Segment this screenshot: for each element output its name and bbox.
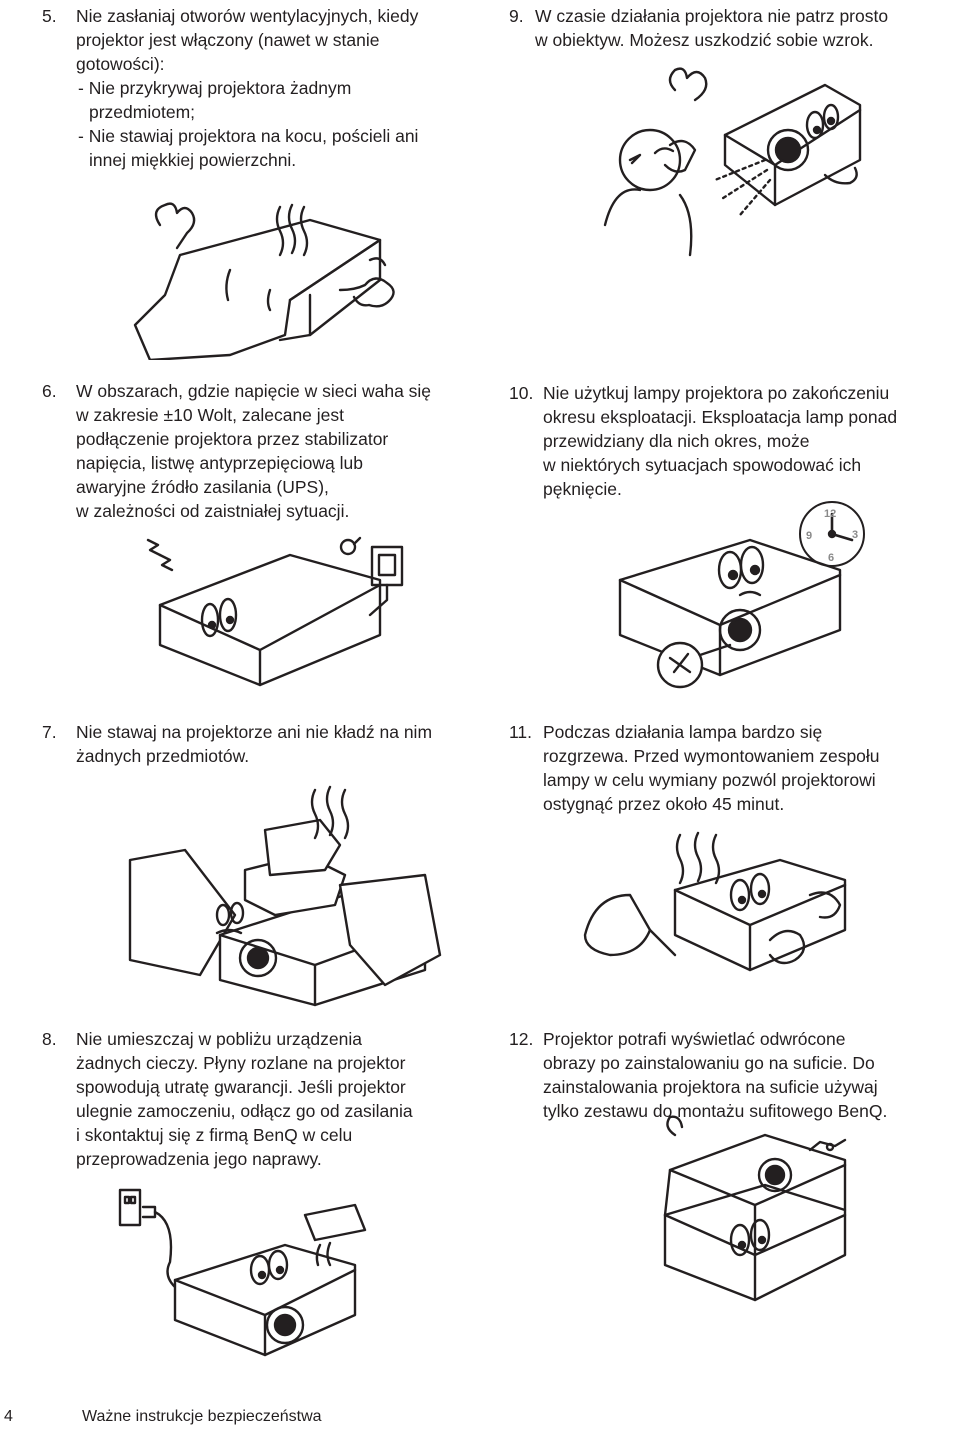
page-number: 4 bbox=[4, 1408, 13, 1425]
illustration-eye-hazard bbox=[575, 65, 865, 275]
section-title: Ważne instrukcje bezpieczeństwa bbox=[82, 1408, 322, 1425]
item-text: Nie zasłaniaj otworów wentylacyjnych, ki… bbox=[76, 6, 419, 170]
illustration-voltage-fluctuation bbox=[140, 525, 440, 695]
item-number: 8. bbox=[42, 1029, 57, 1049]
clock-number-12: 12 bbox=[824, 508, 837, 520]
bullet-item-cont: przedmiotem; bbox=[89, 102, 196, 122]
item-text: Nie stawaj na projektorze ani nie kładź … bbox=[76, 722, 433, 766]
illustration-covered-projector bbox=[130, 185, 420, 360]
item-text: Projektor potrafi wyświetlać odwrócone o… bbox=[543, 1029, 888, 1121]
bullet-item-cont: innej miękkiej powierzchni. bbox=[89, 150, 297, 170]
item-number: 5. bbox=[42, 6, 57, 26]
bullet-item: - Nie przykrywaj projektora żadnym bbox=[78, 78, 352, 98]
item-text: Nie użytkuj lampy projektora po zakończe… bbox=[543, 383, 898, 499]
item-number: 6. bbox=[42, 381, 57, 401]
bullet-item: - Nie stawiaj projektora na kocu, poście… bbox=[78, 126, 419, 146]
item-text: Podczas działania lampa bardzo się rozgr… bbox=[543, 722, 880, 814]
item-number: 10. bbox=[509, 383, 534, 403]
item-text: W czasie działania projektora nie patrz … bbox=[535, 6, 889, 50]
illustration-objects-on-projector bbox=[125, 775, 455, 1010]
illustration-liquids bbox=[115, 1185, 420, 1360]
illustration-ceiling-mount bbox=[655, 1115, 875, 1325]
item-number: 12. bbox=[509, 1029, 534, 1049]
item-number: 9. bbox=[509, 6, 524, 26]
clock-number-9: 9 bbox=[806, 530, 813, 542]
illustration-lamp-life: 12 3 6 9 bbox=[590, 500, 880, 710]
item-text: Nie umieszczaj w pobliżu urządzenia żadn… bbox=[76, 1029, 413, 1169]
illustration-hot-lamp bbox=[580, 825, 860, 990]
item-number: 7. bbox=[42, 722, 57, 742]
item-number: 11. bbox=[509, 722, 533, 742]
clock-number-6: 6 bbox=[828, 552, 835, 564]
item-text: W obszarach, gdzie napięcie w sieci waha… bbox=[76, 381, 432, 521]
clock-number-3: 3 bbox=[852, 529, 859, 541]
